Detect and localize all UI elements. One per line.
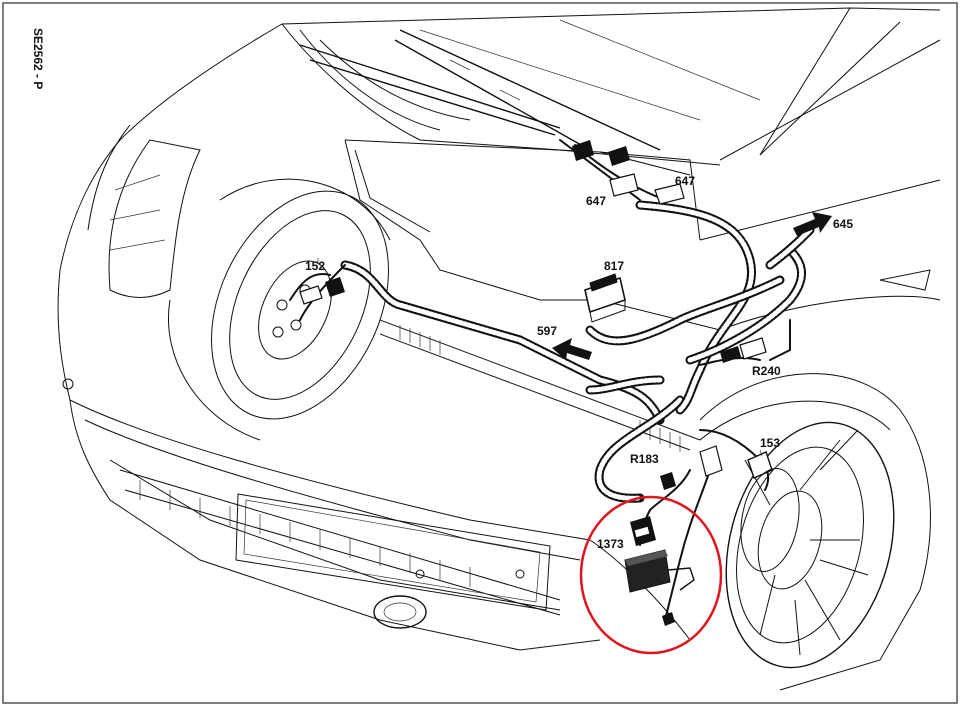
label-647-left: 647: [586, 194, 606, 208]
label-817: 817: [604, 259, 624, 273]
label-647-top: 647: [675, 174, 695, 188]
highlight-circle: [579, 495, 723, 655]
label-645: 645: [833, 217, 853, 231]
arrow-645: [793, 212, 832, 236]
label-R183: R183: [630, 452, 659, 466]
label-153: 153: [760, 436, 780, 450]
connectors-647: [572, 140, 685, 205]
car-body: [57, 7, 941, 691]
label-R240: R240: [752, 364, 781, 378]
relay-817: [584, 273, 626, 323]
figure-code: SE2562 - P: [31, 28, 45, 89]
label-597: 597: [537, 324, 557, 338]
label-1373: 1373: [597, 537, 624, 551]
connector-R240: [720, 337, 767, 363]
label-152: 152: [305, 259, 325, 273]
sensor-153: [740, 451, 800, 572]
connector-R183: [660, 445, 723, 490]
callout-labels: 647 647 645 817 597 152 R240 153 R183 13…: [305, 174, 853, 551]
leader-lines: [317, 258, 763, 457]
connector-152: [299, 277, 345, 305]
module-1373: [624, 516, 695, 626]
wiring-harness: [340, 200, 815, 503]
arrow-597: [552, 338, 592, 360]
